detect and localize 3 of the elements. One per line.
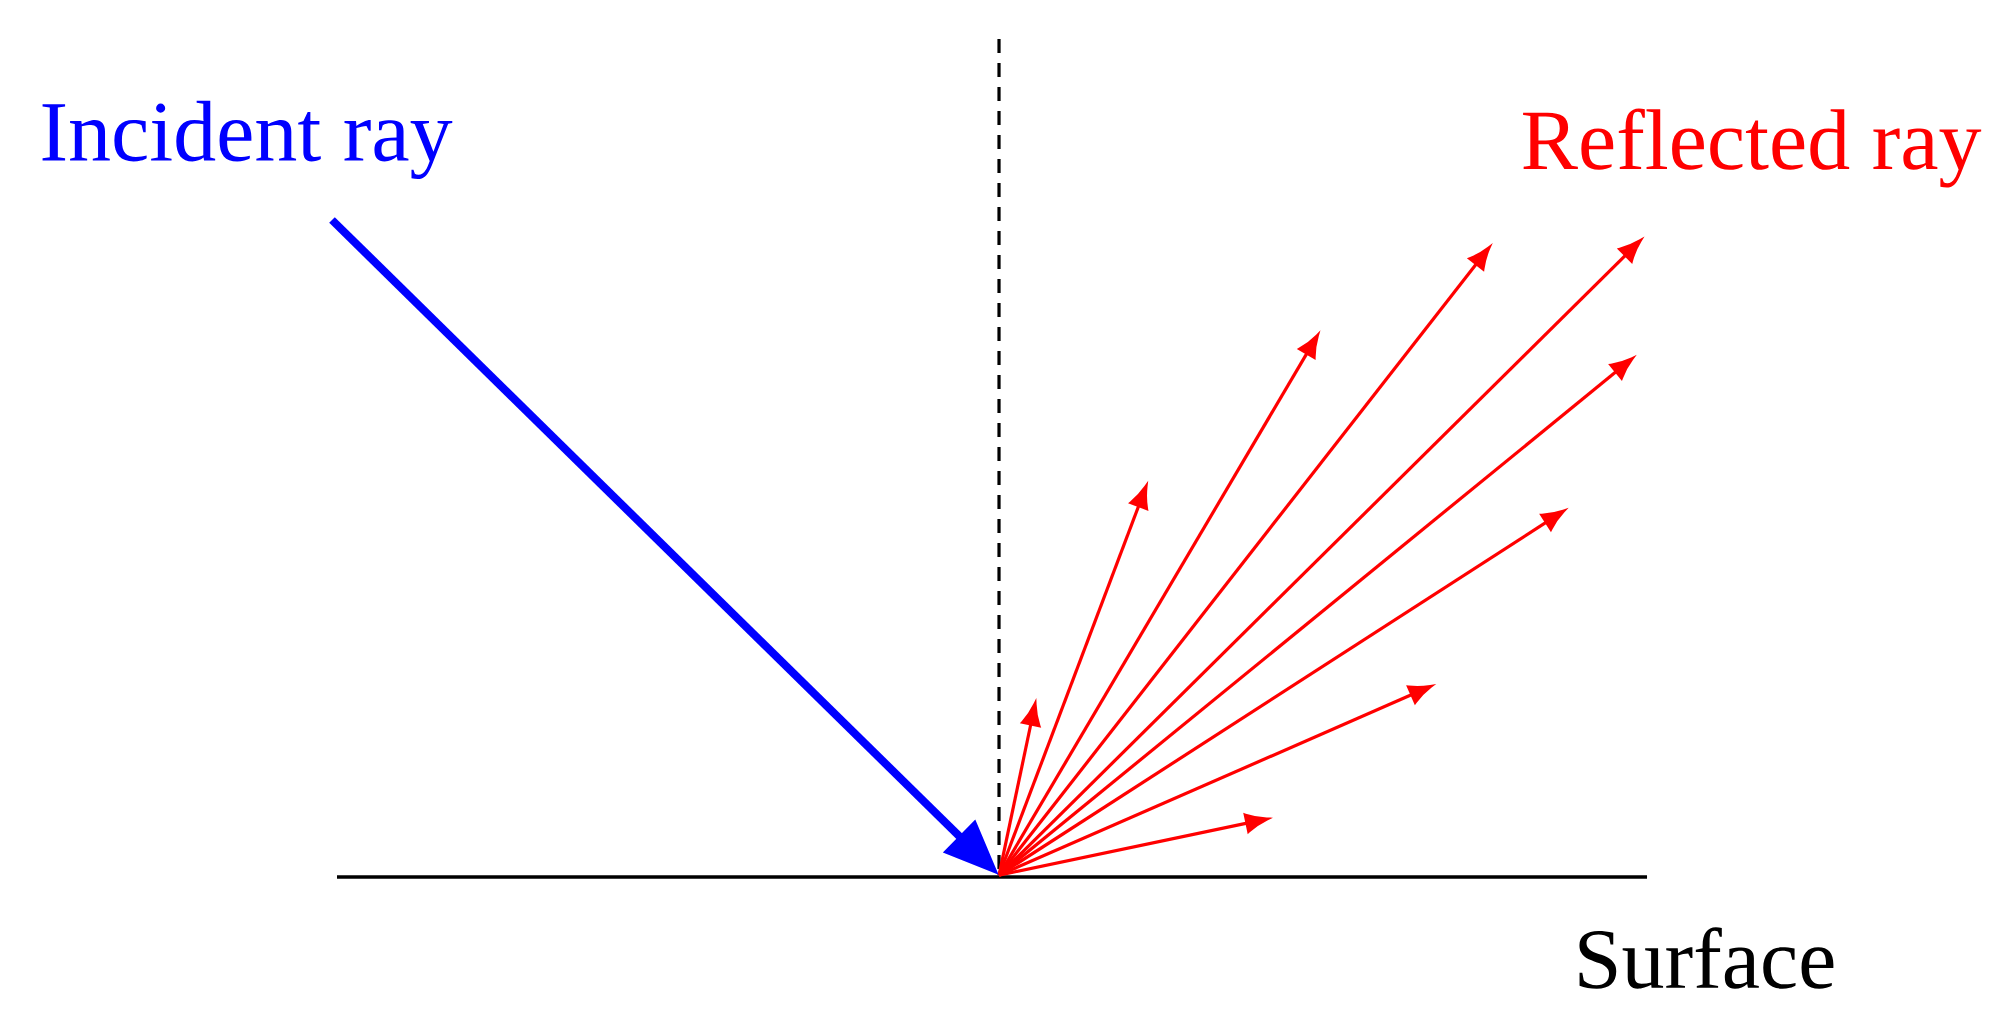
ray-label: Reflected ray <box>1523 108 1982 188</box>
surface-label: Surface <box>1579 927 1834 989</box>
ray-label: Incident ray <box>42 100 453 180</box>
